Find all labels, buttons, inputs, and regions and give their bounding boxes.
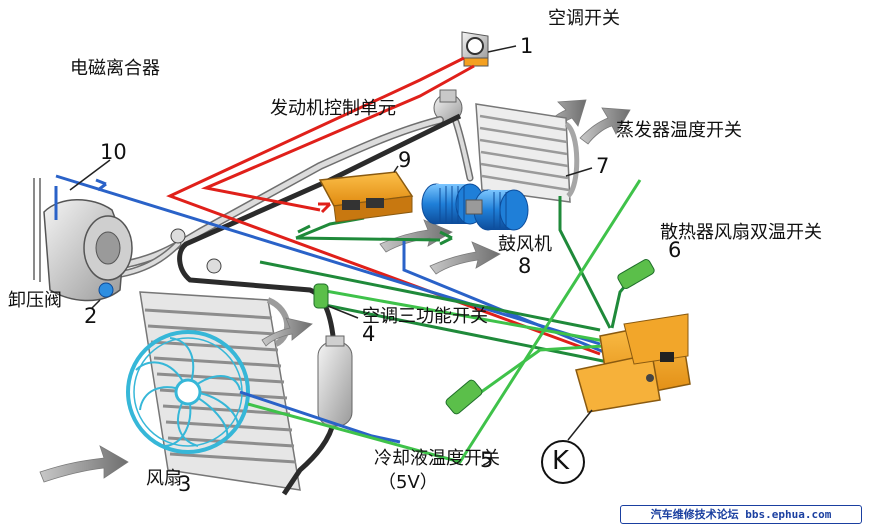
number-9: 9	[398, 148, 412, 172]
label-em-clutch: 电磁离合器	[70, 58, 160, 79]
coolant-temp-switch	[445, 379, 483, 415]
fan-dual-temp-switch	[617, 259, 655, 289]
number-10: 10	[100, 140, 127, 164]
number-7: 7	[596, 154, 610, 178]
compressor	[33, 178, 133, 302]
number-5: 5	[480, 448, 494, 472]
number-3: 3	[178, 472, 192, 496]
label-relief-valve: 卸压阀	[8, 290, 62, 311]
label-evap-temp-switch: 蒸发器温度开关	[616, 120, 742, 141]
radiator-fan	[126, 330, 250, 454]
ac-tri-function-switch	[313, 283, 359, 319]
evaporator	[433, 89, 580, 203]
ac-switch	[461, 31, 489, 67]
label-fan: 风扇	[146, 468, 182, 489]
number-1: 1	[520, 34, 534, 58]
label-ac-tri-switch: 空调三功能开关	[362, 306, 488, 327]
label-blower: 鼓风机	[498, 234, 552, 255]
number-2: 2	[84, 304, 98, 328]
label-voltage: （5V）	[378, 472, 438, 493]
label-ecu: 发动机控制单元	[270, 98, 396, 119]
label-ac-switch: 空调开关	[548, 8, 620, 29]
relay-control-box	[541, 313, 691, 484]
label-coolant-temp-switch: 冷却液温度开关	[374, 448, 500, 469]
leader-lines	[69, 45, 593, 309]
number-4: 4	[362, 322, 376, 346]
number-6: 6	[668, 238, 682, 262]
condenser	[139, 291, 301, 491]
label-fan-dual-temp-switch: 散热器风扇双温开关	[660, 222, 822, 243]
wiring	[54, 56, 642, 464]
watermark: 汽车维修技术论坛 bbs.ephua.com	[620, 505, 862, 524]
number-8: 8	[518, 254, 532, 278]
label-k-symbol: K	[552, 446, 570, 476]
receiver-drier	[317, 335, 353, 427]
engine-control-unit	[318, 171, 414, 223]
blower	[421, 183, 529, 231]
